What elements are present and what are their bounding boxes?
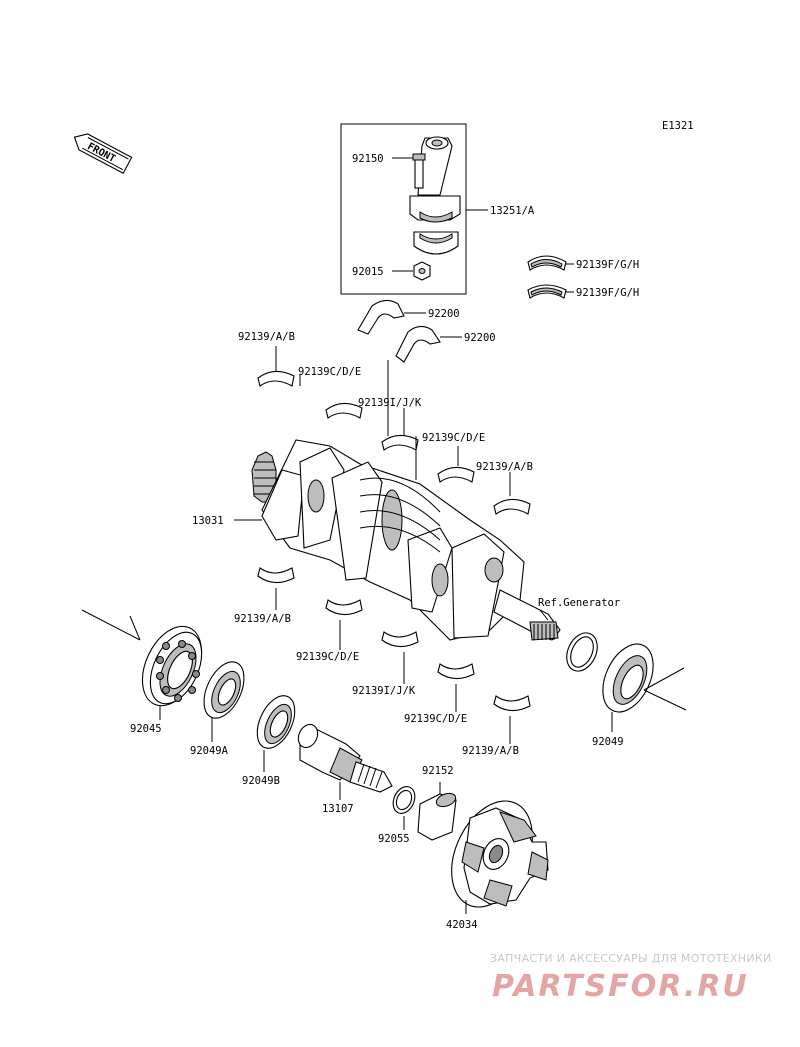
thrust-washers [357, 299, 462, 363]
part-13251: 13251/A [490, 205, 535, 217]
part-92139ab-4: 92139/A/B [462, 745, 519, 757]
watermark: ЗАПЧАСТИ И АКСЕССУАРЫ ДЛЯ МОТОТЕХНИКИ PA… [490, 952, 772, 1004]
part-92139ab-3: 92139/A/B [234, 613, 291, 625]
part-92139fgh-upper: 92139F/G/H [576, 259, 639, 271]
part-92055: 92055 [378, 833, 410, 845]
part-92139fgh-lower: 92139F/G/H [576, 287, 639, 299]
part-92139ab-2: 92139/A/B [476, 461, 533, 473]
rod-bearing-shells [527, 255, 574, 299]
part-13107: 13107 [322, 803, 354, 815]
front-arrow-icon: FRONT [73, 133, 133, 175]
lower-main-bearing-shells [257, 567, 531, 744]
part-92049a: 92049A [190, 745, 229, 757]
ref-generator-label: Ref.Generator [538, 597, 620, 609]
drive-side-bearing-group [81, 609, 296, 772]
upper-main-bearing-shells [257, 346, 531, 515]
part-92049: 92049 [592, 736, 624, 748]
crankshaft [234, 439, 561, 641]
part-13031: 13031 [192, 515, 224, 527]
coupling [451, 800, 549, 914]
watermark-logo: PARTSFOR.RU [492, 969, 749, 1004]
part-92200-lower: 92200 [464, 332, 496, 344]
watermark-tagline: ЗАПЧАСТИ И АКСЕССУАРЫ ДЛЯ МОТОТЕХНИКИ [490, 952, 772, 965]
generator-side-seals [566, 632, 687, 732]
part-92139cde-4: 92139C/D/E [404, 713, 467, 725]
part-92139ijk-2: 92139I/J/K [352, 685, 416, 697]
connecting-rod-group [340, 123, 488, 295]
part-92139cde-3: 92139C/D/E [296, 651, 359, 663]
part-92139ijk-1: 92139I/J/K [358, 397, 422, 409]
part-92200-upper: 92200 [428, 308, 460, 320]
part-92150: 92150 [352, 153, 384, 165]
part-92152: 92152 [422, 765, 454, 777]
part-92139ab-1: 92139/A/B [238, 331, 295, 343]
part-92015: 92015 [352, 266, 384, 278]
part-92139cde-2: 92139C/D/E [422, 432, 485, 444]
diagram-code: E1321 [662, 120, 694, 132]
part-92045: 92045 [130, 723, 162, 735]
part-42034: 42034 [446, 919, 478, 931]
output-shaft [297, 723, 393, 800]
oring-and-collar [392, 782, 457, 841]
part-92139cde-1: 92139C/D/E [298, 366, 361, 378]
part-92049b: 92049B [242, 775, 280, 787]
